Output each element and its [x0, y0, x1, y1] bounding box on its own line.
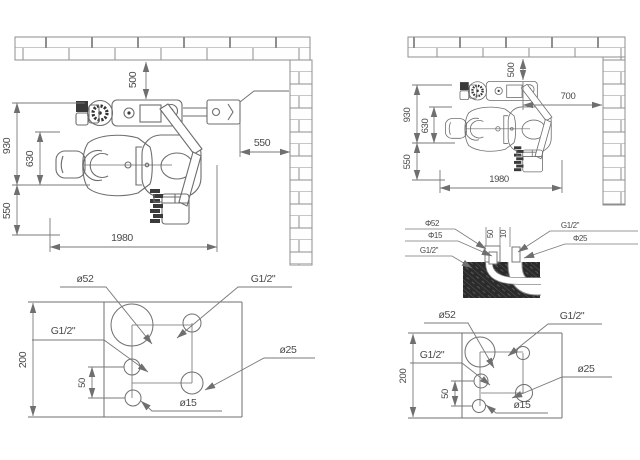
- dim-550-wall-left-label: 550: [254, 137, 271, 149]
- plan-right-dia52-label: ø52: [439, 309, 456, 321]
- plan-right-dia15-label: ø15: [514, 399, 531, 411]
- dim-630-left-label: 630: [24, 150, 36, 167]
- plan-left-dia25-label: ø25: [280, 344, 297, 356]
- dim-630-right-label: 630: [420, 119, 431, 134]
- top-right-dimensions: [412, 58, 603, 193]
- plan-left-dim-50-label: 50: [77, 378, 88, 388]
- hole-plan-right: [408, 322, 612, 419]
- dim-500-right-label: 500: [506, 63, 517, 78]
- section-dim-10-label: 10: [499, 229, 508, 238]
- section-phi25-label: Φ25: [573, 234, 588, 243]
- dim-1980-right-label: 1980: [489, 174, 509, 185]
- dental-chair-right-view: [444, 80, 554, 174]
- dim-500-left-label: 500: [127, 71, 139, 88]
- section-g12-right-label: G1/2": [561, 221, 580, 230]
- plan-left-dia15-label: ø15: [180, 397, 197, 409]
- plan-right-dim-200-label: 200: [398, 369, 409, 384]
- plan-right-g12-top-label: G1/2": [560, 310, 585, 322]
- section-dim-50-label: 50: [486, 229, 495, 238]
- section-phi15-label: Φ15: [428, 231, 443, 240]
- section-g12-left-label: G1/2": [420, 246, 439, 255]
- section-phi52-label: Φ52: [425, 219, 440, 228]
- plan-left-g12-left-label: G1/2": [51, 325, 76, 337]
- dental-chair-left-view: [54, 98, 204, 226]
- dim-550-side-left-label: 550: [1, 202, 13, 219]
- dim-550-side-right-label: 550: [402, 155, 413, 170]
- plan-right-dia25-label: ø25: [578, 363, 595, 375]
- plan-left-dim-200-label: 200: [17, 351, 29, 368]
- top-left-dimensions: [12, 61, 291, 252]
- plan-left-dia52-label: ø52: [77, 273, 94, 285]
- hole-plan-left: [28, 286, 315, 418]
- plan-right-g12-left-label: G1/2": [420, 349, 445, 361]
- dim-930-left-label: 930: [1, 137, 13, 154]
- doctor-stool-left-view: [183, 90, 289, 125]
- dim-930-right-label: 930: [402, 108, 413, 123]
- plan-right-dim-50-label: 50: [440, 389, 451, 399]
- dim-1980-left-label: 1980: [111, 232, 133, 244]
- plan-left-g12-top-label: G1/2": [251, 273, 276, 285]
- top-left-room-walls: [14, 36, 313, 266]
- hole-dia15: [472, 399, 486, 413]
- dim-700-right-label: 700: [561, 91, 576, 102]
- hole-g12-left: [473, 373, 489, 389]
- hole-dia15: [124, 389, 142, 407]
- floor-pipe-section-detail: [405, 227, 638, 298]
- top-right-room-walls: [407, 36, 626, 206]
